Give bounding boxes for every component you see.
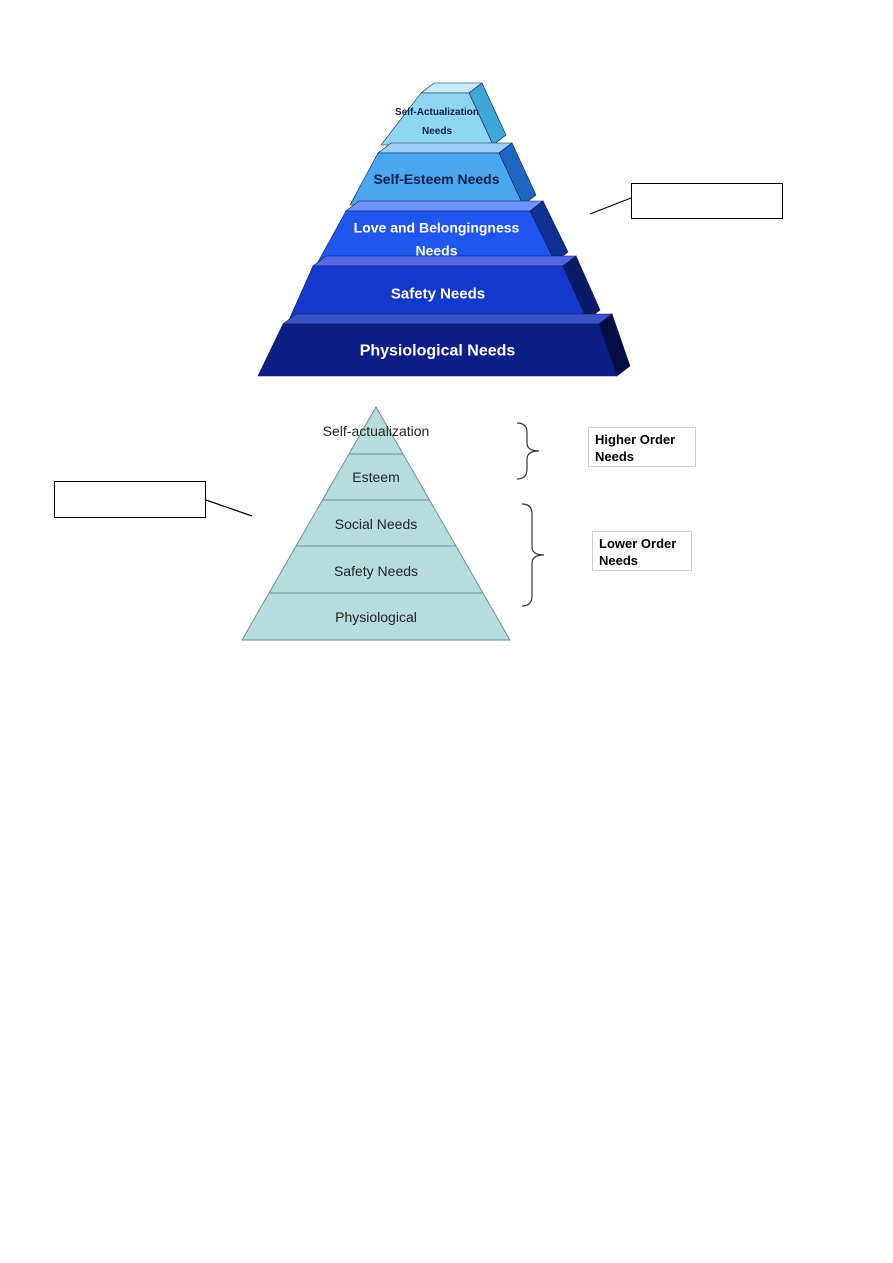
flat-pyramid-level-label-2: Esteem	[352, 469, 399, 485]
flat-pyramid-level-label-3: Social Needs	[335, 516, 418, 532]
blank-label-box-upper	[631, 183, 783, 219]
higher-order-brace	[516, 422, 540, 480]
pyramid-3d-level-top-face	[345, 200, 544, 212]
group-braces	[516, 422, 545, 607]
pyramid-3d-level-front-face	[257, 323, 618, 377]
pyramid-3d-level-4: Safety Needs	[288, 255, 601, 321]
pyramid-3d-level-label: Love and Belongingness	[354, 220, 520, 236]
flat-pyramid-level-label-1: Self-actualization	[323, 423, 430, 439]
blank-label-box-lower	[54, 481, 206, 518]
connector-line-upper	[589, 197, 632, 215]
pyramid-3d-level-label: Self-Esteem Needs	[373, 171, 499, 187]
connector-line-lower	[205, 499, 253, 517]
pyramid-3d-level-top-face	[282, 313, 613, 325]
pyramid-3d-level-top-face	[377, 142, 513, 154]
pyramid-3d-level-label: Safety Needs	[391, 285, 485, 302]
lower-order-brace	[521, 503, 545, 607]
flat-pyramid-triangle	[241, 405, 511, 641]
pyramid-3d-level-top-face	[312, 255, 577, 267]
connector-lines	[205, 197, 632, 517]
pyramid-3d-level-2: Self-Esteem Needs	[349, 142, 537, 206]
pyramid-3d-level-label: Physiological Needs	[360, 343, 516, 360]
flat-pyramid-level-label-4: Safety Needs	[334, 563, 418, 579]
pyramid-3d-level-5: Physiological Needs	[257, 313, 631, 377]
pyramid-3d-level-label-line2: Needs	[415, 243, 457, 259]
lower-order-needs-label: Lower Order Needs	[592, 531, 692, 571]
pyramid-3d-level-label-line2: Needs	[422, 126, 452, 137]
flat-pyramid-level-label-5: Physiological	[335, 609, 417, 625]
higher-order-needs-label: Higher Order Needs	[588, 427, 696, 467]
pyramid-3d-level-label: Self-Actualization	[395, 107, 479, 118]
